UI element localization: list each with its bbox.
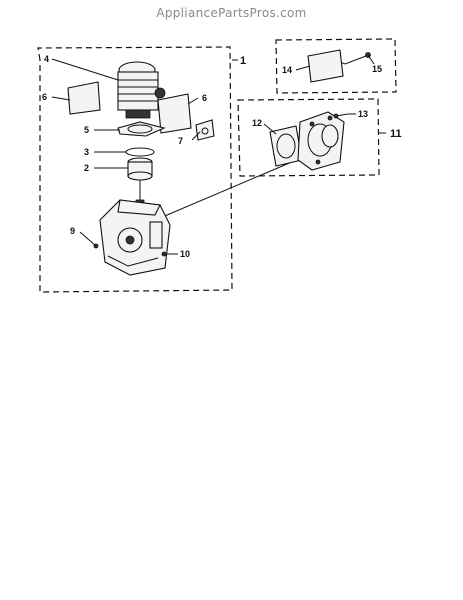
- callout-14: 14: [282, 65, 292, 75]
- gasket-part-6-left: [67, 81, 101, 115]
- callout-6-left: 6: [42, 92, 47, 102]
- group-box-1: [37, 46, 233, 293]
- group-box-14: [275, 38, 397, 94]
- callout-6-right: 6: [202, 93, 207, 103]
- flange-part-7: [195, 119, 215, 141]
- screw-part-10: [161, 251, 172, 257]
- site-watermark: AppliancePartsPros.com: [156, 6, 307, 20]
- piston-ring-part-3: [125, 147, 155, 157]
- callout-11: 11: [390, 128, 402, 140]
- plate-part-14: [307, 49, 344, 83]
- callout-4: 4: [44, 54, 49, 64]
- cylinder-part-4: [117, 61, 166, 119]
- base-gasket-part-5: [117, 121, 166, 137]
- gasket-part-12: [269, 125, 303, 167]
- callout-12: 12: [252, 118, 262, 128]
- screw-part-13: [333, 113, 349, 119]
- group-box-11: [237, 98, 380, 177]
- piston-part-2: [127, 157, 153, 207]
- callout-9: 9: [70, 226, 75, 236]
- cover-part-11: [297, 111, 345, 171]
- callout-3: 3: [84, 147, 89, 157]
- callout-2: 2: [84, 163, 89, 173]
- callout-15: 15: [372, 64, 382, 74]
- callout-10: 10: [180, 249, 190, 259]
- callout-7: 7: [178, 136, 183, 146]
- crankcase-housing: [99, 199, 171, 276]
- gasket-part-6-right: [157, 93, 192, 134]
- callout-5: 5: [84, 125, 89, 135]
- callout-1: 1: [240, 55, 246, 67]
- callout-13: 13: [358, 109, 368, 119]
- leader-lines: [51, 54, 386, 255]
